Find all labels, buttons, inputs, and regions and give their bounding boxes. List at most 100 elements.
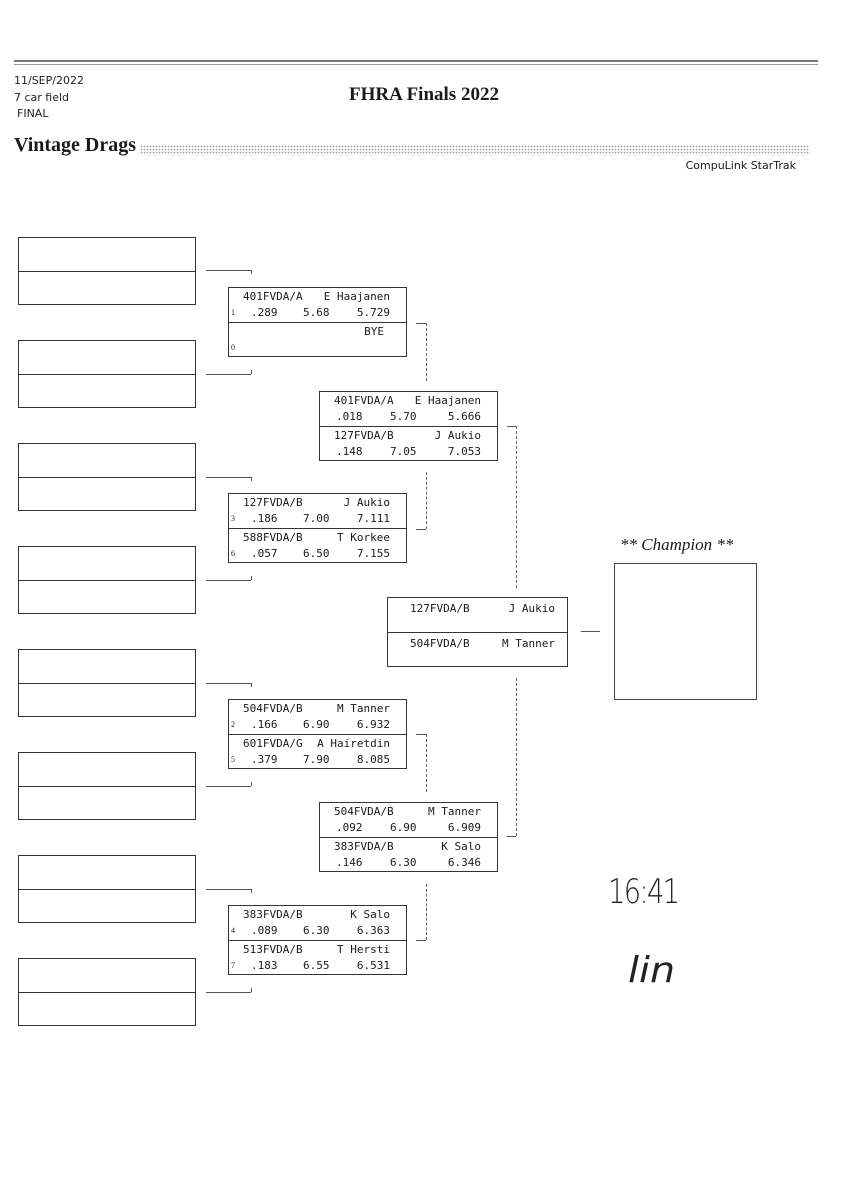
connector-tick bbox=[251, 683, 252, 687]
dial-in: 5.70 bbox=[390, 410, 417, 423]
car-number: 127FVDA/B bbox=[334, 429, 394, 442]
driver-name: K Salo bbox=[441, 840, 481, 853]
connector-tick bbox=[251, 370, 252, 374]
lane-top: 383FVDA/B K Salo 4 .089 6.30 6.363 bbox=[229, 906, 406, 940]
driver-name: T Hersti bbox=[337, 943, 390, 956]
page-title: FHRA Finals 2022 bbox=[349, 84, 499, 105]
header-rule bbox=[14, 60, 818, 62]
reaction-time: .018 bbox=[336, 410, 363, 423]
lane-bottom: 588FVDA/B T Korkee 6 .057 6.50 7.155 bbox=[229, 528, 406, 562]
final-match: 127FVDA/B J Aukio 504FVDA/B M Tanner bbox=[387, 597, 568, 667]
driver-name: M Tanner bbox=[502, 637, 555, 650]
elapsed-time: 6.909 bbox=[447, 821, 481, 834]
elapsed-time: 6.346 bbox=[447, 856, 481, 869]
seed: 1 bbox=[231, 308, 235, 317]
driver-name: A Hairetdin bbox=[317, 737, 390, 750]
driver-name: J Aukio bbox=[343, 496, 390, 509]
reaction-time: .092 bbox=[336, 821, 363, 834]
round1-match-1: 401FVDA/A E Haajanen 1 .289 5.68 5.729 B… bbox=[228, 287, 407, 357]
reaction-time: .166 bbox=[251, 718, 278, 731]
handwritten-time: 16:41 bbox=[608, 872, 680, 912]
connector-line bbox=[206, 374, 251, 375]
semifinal-match-2: 504FVDA/B M Tanner .092 6.90 6.909 383FV… bbox=[319, 802, 498, 872]
empty-slot-1 bbox=[18, 237, 196, 305]
car-number: 513FVDA/B bbox=[243, 943, 303, 956]
elapsed-time: 5.666 bbox=[447, 410, 481, 423]
connector-line bbox=[507, 836, 516, 837]
dashed-connector bbox=[426, 472, 427, 529]
reaction-time: .289 bbox=[251, 306, 278, 319]
car-number: 601FVDA/G bbox=[243, 737, 303, 750]
dotted-leader bbox=[140, 145, 810, 155]
connector-line bbox=[507, 426, 516, 427]
empty-slot-4 bbox=[18, 546, 196, 614]
reaction-time: .183 bbox=[251, 959, 278, 972]
driver-name: J Aukio bbox=[434, 429, 481, 442]
semifinal-match-1: 401FVDA/A E Haajanen .018 5.70 5.666 127… bbox=[319, 391, 498, 461]
dial-in: 7.05 bbox=[390, 445, 417, 458]
lane-top: 504FVDA/B M Tanner 2 .166 6.90 6.932 bbox=[229, 700, 406, 734]
connector-line bbox=[206, 992, 251, 993]
driver-name: E Haajanen bbox=[414, 394, 481, 407]
lane-top: 401FVDA/A E Haajanen 1 .289 5.68 5.729 bbox=[229, 288, 406, 322]
car-number: 504FVDA/B bbox=[334, 805, 394, 818]
connector-line bbox=[416, 529, 426, 530]
connector-line bbox=[416, 323, 426, 324]
dashed-connector bbox=[516, 426, 517, 588]
car-number: 127FVDA/B bbox=[410, 602, 470, 615]
field-size: 7 car field bbox=[14, 91, 70, 104]
lane-bottom: 127FVDA/B J Aukio .148 7.05 7.053 bbox=[320, 426, 497, 460]
lane-bottom: BYE 0 bbox=[229, 322, 406, 356]
lane-top: 127FVDA/B J Aukio 3 .186 7.00 7.111 bbox=[229, 494, 406, 528]
elapsed-time: 7.155 bbox=[356, 547, 390, 560]
seed: 3 bbox=[231, 514, 235, 523]
round1-match-2: 127FVDA/B J Aukio 3 .186 7.00 7.111 588F… bbox=[228, 493, 407, 563]
connector-line bbox=[581, 631, 600, 632]
dashed-connector bbox=[516, 678, 517, 836]
reaction-time: .089 bbox=[251, 924, 278, 937]
reaction-time: .379 bbox=[251, 753, 278, 766]
connector-line bbox=[206, 477, 251, 478]
dial-in: 6.90 bbox=[390, 821, 417, 834]
connector-line bbox=[206, 580, 251, 581]
elapsed-time: 6.531 bbox=[356, 959, 390, 972]
driver-name: M Tanner bbox=[337, 702, 390, 715]
reaction-time: .146 bbox=[336, 856, 363, 869]
brand-label: CompuLink StarTrak bbox=[685, 159, 796, 172]
reaction-time: .186 bbox=[251, 512, 278, 525]
elapsed-time: 6.932 bbox=[356, 718, 390, 731]
seed: 4 bbox=[231, 926, 235, 935]
lane-bottom: 504FVDA/B M Tanner bbox=[388, 632, 567, 666]
elapsed-time: 8.085 bbox=[356, 753, 390, 766]
dial-in: 5.68 bbox=[303, 306, 330, 319]
event-date: 11/SEP/2022 bbox=[14, 74, 84, 87]
seed: 7 bbox=[231, 961, 235, 970]
driver-name: J Aukio bbox=[508, 602, 555, 615]
champion-box bbox=[614, 563, 757, 700]
champion-label: ** Champion ** bbox=[620, 535, 734, 554]
header-rule-secondary bbox=[14, 64, 818, 65]
seed: 6 bbox=[231, 549, 235, 558]
dial-in: 6.30 bbox=[303, 924, 330, 937]
car-number: 383FVDA/B bbox=[243, 908, 303, 921]
connector-line bbox=[206, 270, 251, 271]
empty-slot-8 bbox=[18, 958, 196, 1026]
reaction-time: .057 bbox=[251, 547, 278, 560]
dashed-connector bbox=[426, 734, 427, 792]
lane-top: 127FVDA/B J Aukio bbox=[388, 598, 567, 632]
connector-line bbox=[416, 734, 426, 735]
connector-line bbox=[206, 786, 251, 787]
connector-line bbox=[206, 889, 251, 890]
elapsed-time: 6.363 bbox=[356, 924, 390, 937]
stage-label: FINAL bbox=[17, 107, 49, 120]
seed: 0 bbox=[231, 343, 235, 352]
connector-tick bbox=[251, 576, 252, 580]
connector-line bbox=[206, 683, 251, 684]
elapsed-time: 7.053 bbox=[447, 445, 481, 458]
empty-slot-6 bbox=[18, 752, 196, 820]
empty-slot-7 bbox=[18, 855, 196, 923]
elapsed-time: 5.729 bbox=[356, 306, 390, 319]
connector-tick bbox=[251, 782, 252, 786]
dial-in: 6.90 bbox=[303, 718, 330, 731]
dashed-connector bbox=[426, 884, 427, 940]
